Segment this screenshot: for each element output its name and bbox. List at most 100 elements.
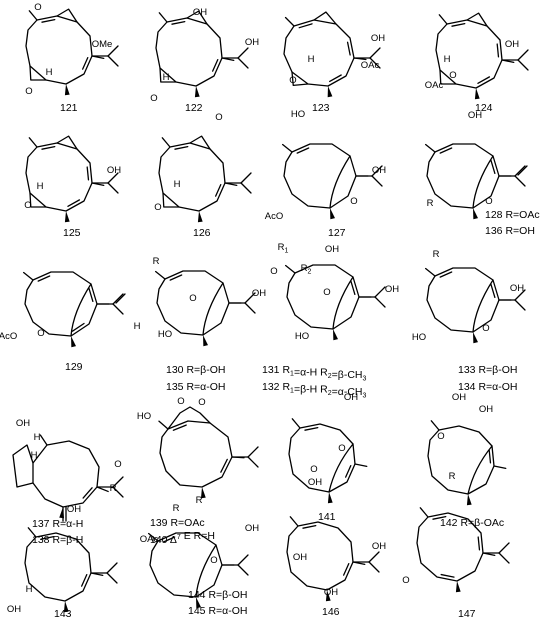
double-bond-126-1 (215, 183, 222, 197)
compound-134: 134 R=α-OH (458, 381, 517, 393)
compound-label-129: 129 (65, 361, 83, 373)
stereo-wedge-128 (473, 208, 478, 220)
compound-label-122: 122 (185, 102, 203, 114)
methyl-128-0 (424, 143, 436, 153)
ether-bridge-144 (195, 544, 217, 598)
double-bond-125-2 (67, 199, 81, 207)
vinyl-db-128 (517, 165, 528, 176)
atom-label-123-2: H (308, 54, 315, 65)
double-bond-133-1 (490, 283, 496, 299)
atom-label-130-3: H (134, 321, 141, 332)
side-chain-arm1-129 (112, 293, 124, 305)
double-bond-131-0 (350, 280, 356, 296)
double-bond-146-1 (343, 562, 350, 576)
atom-label-125-0: OH (107, 165, 121, 176)
atom-label-142-2: O (437, 431, 444, 442)
epoxide-125-0 (29, 192, 47, 208)
epoxide-122-0 (159, 67, 177, 83)
compound-135: 135 R=α-OH (166, 381, 225, 393)
side-chain-arm1-133 (514, 289, 526, 301)
side-chain-arm2-126 (240, 182, 252, 194)
atom-label-137-2: H (31, 450, 38, 461)
atom-label-131-5: O (323, 287, 330, 298)
epoxide-123-1 (313, 11, 337, 25)
macrocycle-ring-121 (25, 15, 93, 85)
double-bond-126-0 (174, 145, 189, 150)
atom-label-125-1: H (37, 181, 44, 192)
stereo-wedge-123 (327, 86, 333, 98)
side-chain-arm2-121 (107, 55, 119, 67)
stereo-wedge-130 (203, 335, 208, 347)
epoxide-124-0 (439, 69, 457, 85)
atom-label-129-1: O (37, 328, 44, 339)
double-bond-127-0 (296, 147, 310, 154)
compound-label-134: 134 R=α-OH (458, 381, 517, 393)
atom-label-121-2: O (25, 86, 32, 97)
compound-label-126: 126 (193, 227, 211, 239)
atom-label-124-1: H (444, 54, 451, 65)
stereo-wedge-144 (196, 597, 201, 609)
stereo-wedge-137 (59, 507, 65, 519)
methyl-137-0 (39, 434, 48, 446)
atom-label-139-1: O (198, 397, 205, 408)
atom-label-146-2: OH (324, 587, 338, 598)
double-bond-147-1 (477, 536, 481, 551)
double-bond-128-1 (490, 159, 496, 175)
atom-label-124-0: OH (505, 39, 519, 50)
atom-label-141-2: O (310, 464, 317, 475)
atom-label-131-0: R1 (278, 242, 289, 255)
atom-label-137-0: OH (16, 418, 30, 429)
double-bond-143-0 (40, 535, 55, 540)
ether-bridge-142 (467, 445, 493, 495)
methyl-124-0 (438, 14, 448, 25)
double-bond-146-0 (302, 524, 317, 529)
side-chain-arm2-133 (514, 299, 526, 311)
compound-label-147: 147 (458, 608, 476, 620)
ether-bridge-133 (472, 279, 494, 333)
side-chain-arm2-131 (374, 296, 386, 308)
double-bond-128-0 (439, 147, 453, 154)
double-bond-123-0 (298, 23, 313, 29)
methyl-130-0 (154, 270, 166, 280)
atom-label-130-0: R (153, 256, 160, 267)
methyl-137-1 (96, 486, 109, 493)
compound-label-124: 124 (475, 102, 493, 114)
double-bond-147-2 (440, 573, 455, 578)
double-bond-129-2 (71, 322, 85, 332)
macrocycle-ring-122 (155, 17, 223, 87)
ether-bridge-141 (328, 443, 354, 493)
side-chain-arm1-128 (514, 165, 526, 177)
macrocycle-ring-131 (286, 264, 360, 330)
atom-label-139-0: O (177, 396, 184, 407)
side-chain-arm2-122 (237, 57, 249, 69)
side-chain-arm2-129 (112, 303, 124, 315)
atom-label-144-2: OAc (140, 534, 159, 545)
double-bond-125-0 (41, 145, 56, 150)
compound-label-136: 136 R=OH (485, 225, 535, 237)
atom-label-133-2: O (482, 323, 489, 334)
side-chain-arm1-125 (107, 172, 119, 184)
macrocycle-ring-147 (416, 512, 484, 582)
structures-layer: HOOOMe121OHOHHO122OHOAcHO123OHHOOAc124OH… (0, 2, 540, 620)
atom-label-131-6: HO (295, 331, 309, 342)
ether-bridge-131 (332, 276, 354, 330)
stereo-wedge-131 (333, 329, 338, 341)
atom-label-121-1: O (34, 2, 41, 13)
atom-label-144-1: OH (245, 523, 259, 534)
double-bond-139-1 (220, 458, 228, 473)
side-chain-arm1-139 (247, 446, 259, 458)
methyl-129-0 (22, 271, 34, 281)
atom-label-126-1: H (174, 179, 181, 190)
double-bond-141-1 (345, 464, 352, 478)
atom-label-139-3: R (196, 495, 203, 506)
atom-label-133-0: R (433, 249, 440, 260)
atom-label-129-0: AcO (0, 331, 17, 342)
stereo-wedge-124 (474, 88, 480, 100)
side-chain-arm1-131 (374, 286, 386, 298)
